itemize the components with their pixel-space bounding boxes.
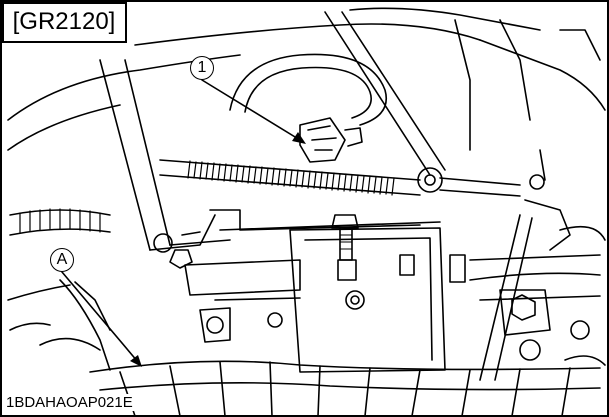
callout-a: A bbox=[50, 248, 74, 272]
figure-code: 1BDAHAOAP021E bbox=[4, 394, 135, 411]
callout-1: 1 bbox=[190, 56, 214, 80]
figure-tag: [GR2120] bbox=[12, 8, 116, 35]
figure-tag-box bbox=[2, 2, 127, 43]
